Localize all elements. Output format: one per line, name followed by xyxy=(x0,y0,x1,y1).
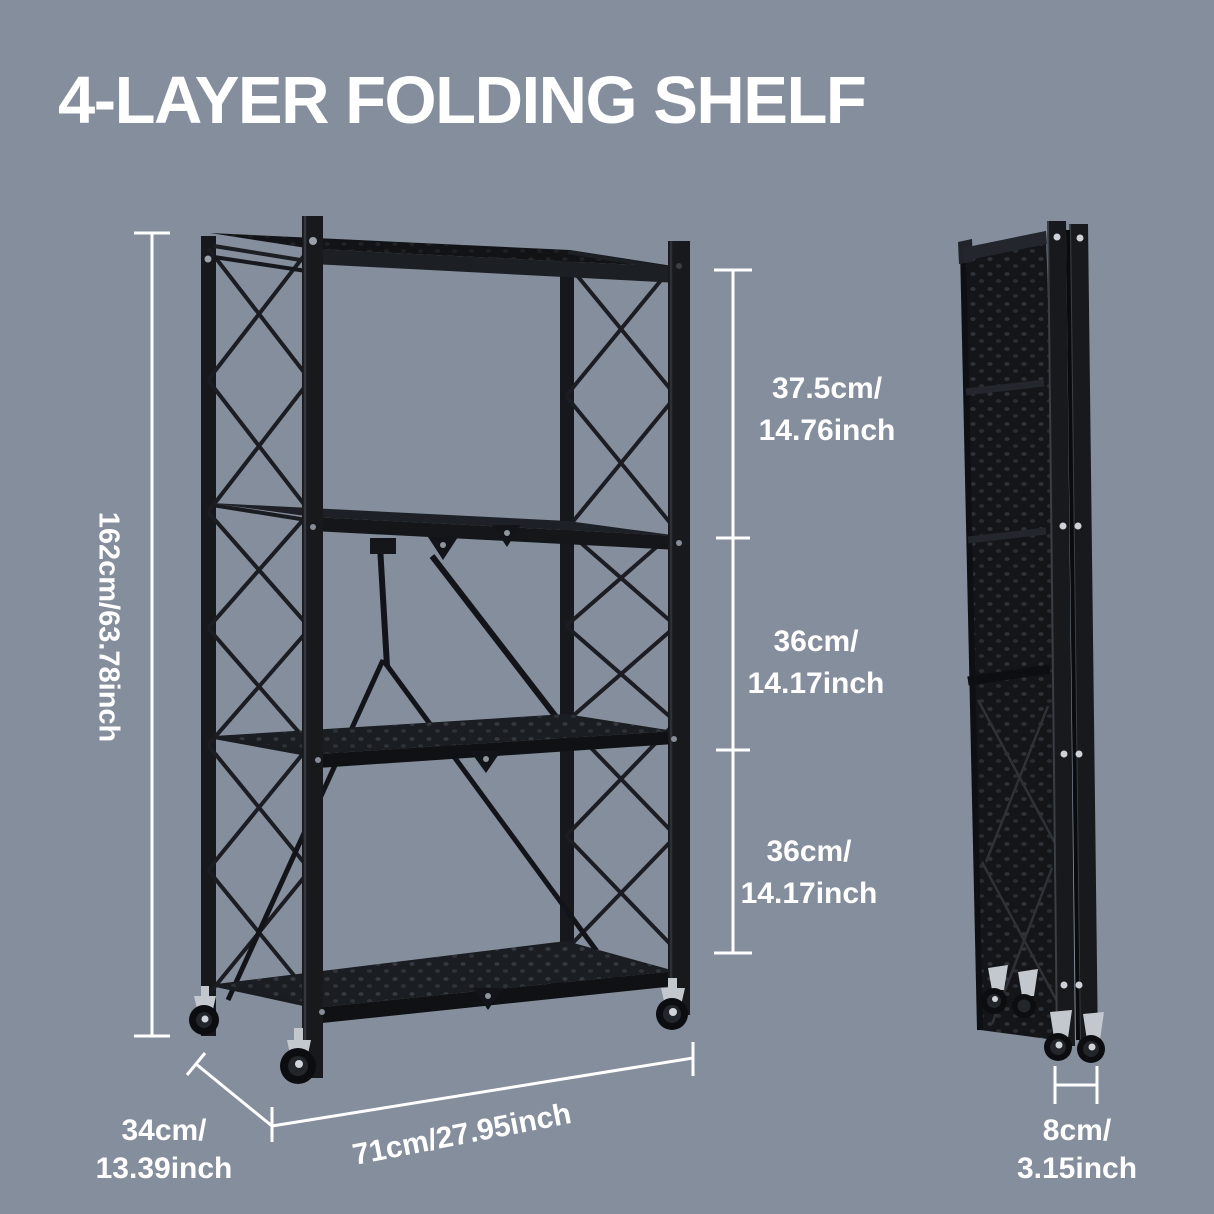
dim-tier-bottom-inch: 14.17inch xyxy=(740,877,878,910)
dim-folded-depth-cm: 8cm/ xyxy=(1042,1114,1112,1147)
dim-tier-middle-inch: 14.17inch xyxy=(747,667,885,700)
page-title: 4-LAYER FOLDING SHELF xyxy=(58,63,867,138)
dim-folded-depth-inch: 3.15inch xyxy=(1016,1152,1138,1185)
folded-shelf-illustration xyxy=(958,220,1105,1063)
dimension-lines xyxy=(134,231,1099,1142)
dim-tier-bottom-cm: 36cm/ xyxy=(766,835,852,868)
dim-tier-bottom-label: 36cm/ 14.17inch xyxy=(724,831,894,915)
folded-caster-wheels xyxy=(981,965,1105,1063)
caster-wheels xyxy=(189,978,688,1084)
dim-folded-depth-label: 8cm/ 3.15inch xyxy=(992,1112,1162,1188)
dim-tier-top-label: 37.5cm/ 14.76inch xyxy=(742,368,912,452)
dim-depth-label: 34cm/ 13.39inch xyxy=(79,1112,249,1188)
dim-tier-middle-label: 36cm/ 14.17inch xyxy=(731,621,901,705)
dim-tier-middle-cm: 36cm/ xyxy=(773,625,859,658)
dim-tier-top-inch: 14.76inch xyxy=(758,414,896,447)
dim-depth-inch: 13.39inch xyxy=(95,1152,233,1185)
dim-depth-cm: 34cm/ xyxy=(121,1114,207,1147)
main-shelf-illustration xyxy=(189,216,690,1084)
dim-tier-top-cm: 37.5cm/ xyxy=(771,372,883,405)
dim-overall-height-label: 162cm/63.78inch xyxy=(92,511,125,743)
